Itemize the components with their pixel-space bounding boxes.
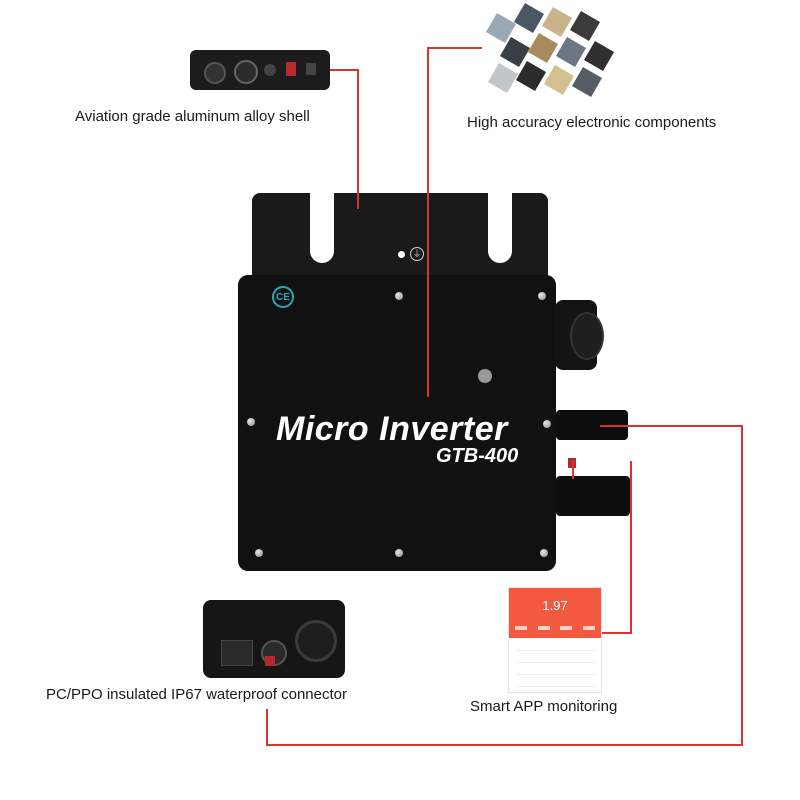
screw — [395, 292, 403, 300]
callout-line — [741, 425, 743, 745]
ground-icon: ⏚ — [410, 247, 424, 261]
ac-connector-cap — [570, 312, 604, 360]
app-power-value: 1.97 — [542, 598, 568, 613]
screw — [543, 420, 551, 428]
mount-slot-right — [488, 193, 512, 263]
screw — [538, 292, 546, 300]
screw — [255, 549, 263, 557]
callout-line — [330, 69, 358, 71]
app-row — [515, 674, 595, 675]
label-shell: Aviation grade aluminum alloy shell — [75, 108, 310, 125]
mount-slot-left — [310, 193, 334, 263]
label-components: High accuracy electronic components — [467, 114, 717, 131]
label-connector: PC/PPO insulated IP67 waterproof connect… — [46, 686, 347, 703]
label-app: Smart APP monitoring — [470, 698, 618, 715]
dc-connector-bottom — [556, 476, 630, 516]
app-row — [515, 662, 595, 663]
callout-line — [600, 632, 632, 634]
callout-line — [600, 425, 742, 427]
screw — [247, 418, 255, 426]
callout-line — [427, 47, 429, 397]
ce-mark-icon: CE — [272, 286, 294, 308]
callout-line — [266, 709, 268, 746]
product-title: Micro Inverter — [276, 410, 508, 448]
components-photo — [480, 2, 620, 100]
callout-line — [357, 69, 359, 209]
app-row — [515, 650, 595, 651]
connector-photo — [203, 600, 345, 678]
vent-plug — [478, 369, 492, 383]
callout-line — [427, 47, 482, 49]
callout-line — [572, 461, 574, 479]
callout-line — [630, 461, 632, 633]
shell-photo — [190, 50, 330, 90]
app-header: 1.97 — [509, 588, 601, 638]
mounting-plate: ⏚ — [252, 193, 548, 283]
app-row — [515, 686, 595, 687]
app-screen: 1.97 — [508, 587, 602, 693]
screw — [395, 549, 403, 557]
indicator-led — [398, 251, 405, 258]
callout-line — [267, 744, 743, 746]
inverter-body — [238, 275, 556, 571]
screw — [540, 549, 548, 557]
product-model: GTB-400 — [436, 445, 519, 467]
